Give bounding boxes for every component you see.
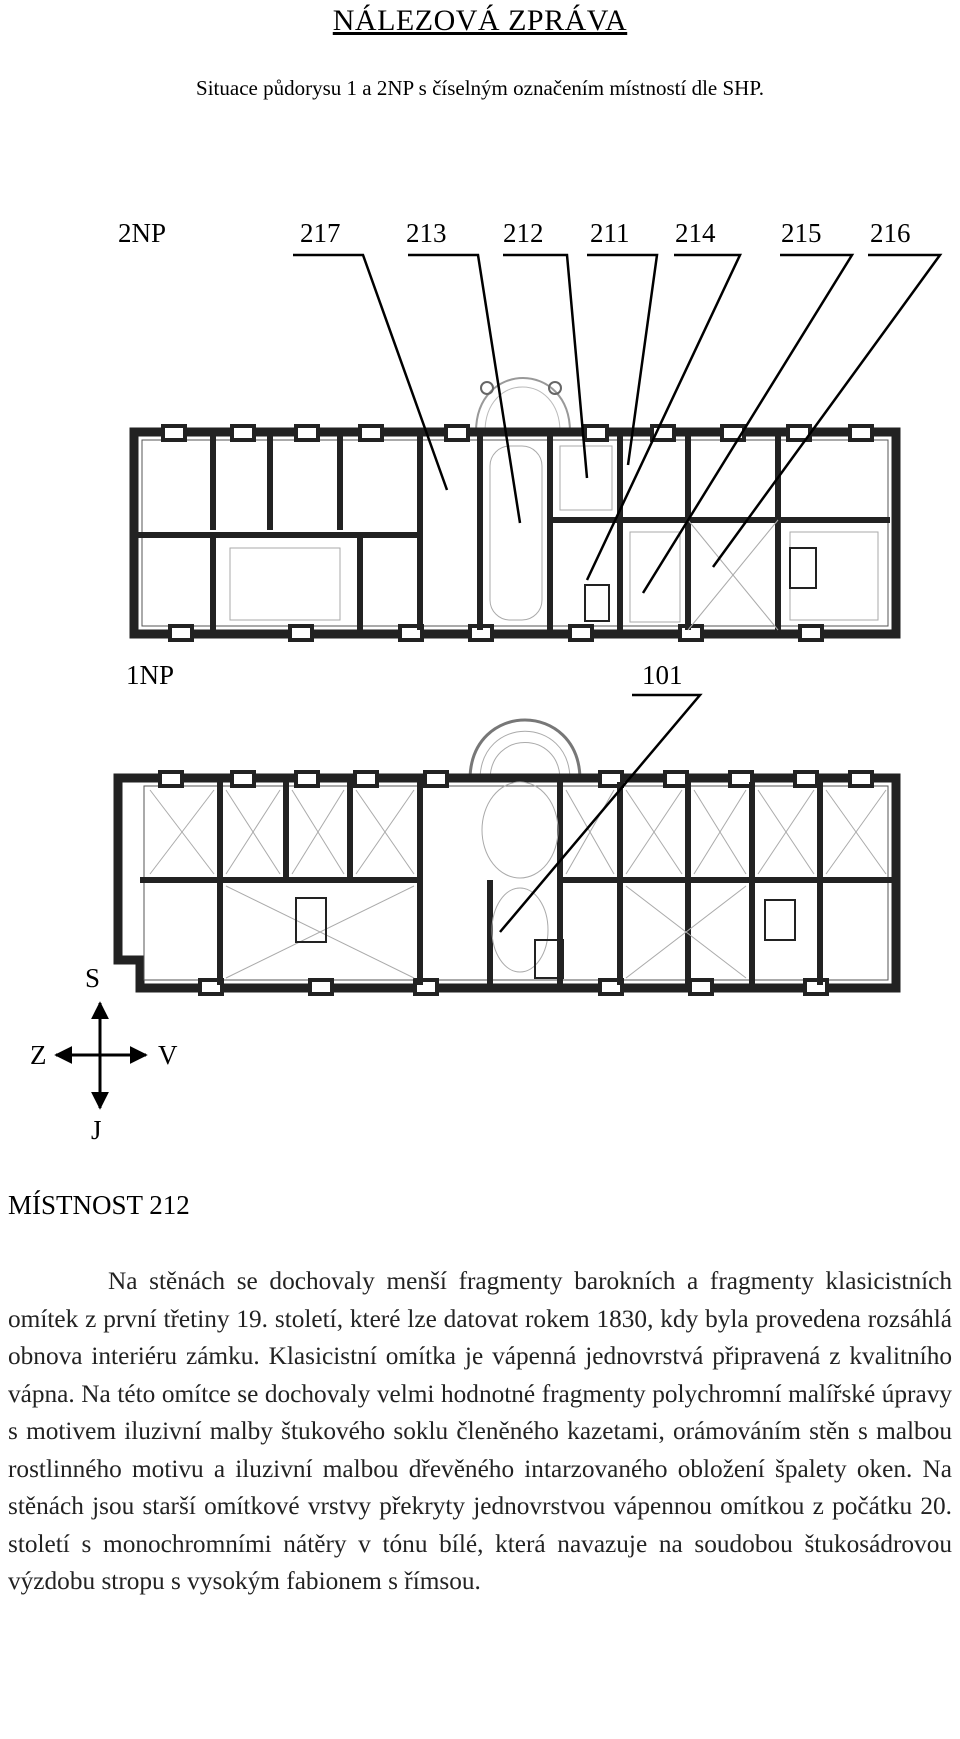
room-label-213: 213	[406, 218, 447, 248]
floor-plans-drawing	[54, 253, 943, 1110]
compass-west-label: Z	[30, 1040, 47, 1070]
floor2-label: 2NP	[118, 218, 167, 248]
floor2-leader-lines	[293, 253, 943, 594]
floor1-label: 1NP	[126, 660, 175, 690]
document-subtitle: Situace půdorysu 1 a 2NP s číselným ozna…	[196, 76, 764, 100]
room-label-215: 215	[781, 218, 822, 248]
section-heading: MÍSTNOST 212	[8, 1190, 190, 1220]
room-label-101: 101	[642, 660, 683, 690]
room-label-212: 212	[503, 218, 544, 248]
room-label-214: 214	[675, 218, 716, 248]
floor1-leader-line	[499, 693, 703, 933]
compass-south-label: J	[91, 1115, 102, 1145]
compass-east-label: V	[158, 1040, 178, 1070]
room-label-216: 216	[870, 218, 911, 248]
floor1-plan	[113, 718, 901, 996]
floor2-plan	[129, 377, 901, 642]
room-label-217: 217	[300, 218, 341, 248]
compass-rose	[54, 1001, 148, 1110]
document-title: NÁLEZOVÁ ZPRÁVA	[332, 4, 628, 37]
room-label-211: 211	[590, 218, 630, 248]
section-paragraph: Na stěnách se dochovaly menší fragmenty …	[8, 1267, 952, 1595]
compass-north-label: S	[85, 963, 101, 993]
